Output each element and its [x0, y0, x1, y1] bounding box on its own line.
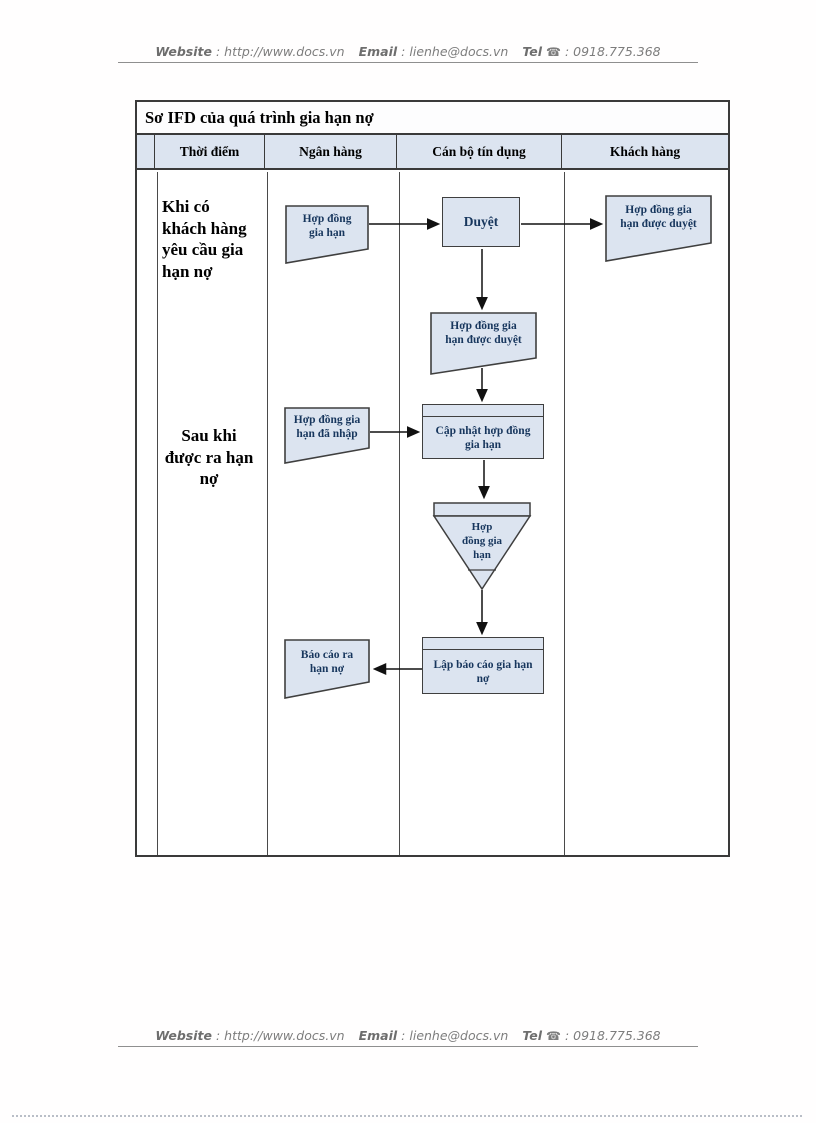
lane-divider: [157, 172, 159, 855]
column-header-thoi-diem: Thời điểm: [155, 135, 265, 168]
gutter-cell: [137, 135, 155, 168]
separator: :: [564, 1028, 570, 1043]
footer-rule: [118, 1046, 698, 1047]
website-value: http://www.docs.vn: [224, 1028, 345, 1043]
separator: :: [564, 44, 570, 59]
page-bottom-dotted-divider: [12, 1115, 802, 1117]
website-label: Website: [155, 44, 212, 59]
process-band: [423, 405, 543, 417]
document-shape-hop-dong-da-nhap: [284, 407, 370, 464]
lane-divider: [267, 172, 269, 855]
process-label: Lập báo cáo gia hạn nợ: [433, 658, 533, 685]
lane-divider: [399, 172, 401, 855]
diagram-title: Sơ IFD của quá trình gia hạn nợ: [137, 102, 728, 135]
email-value: lienhe@docs.vn: [409, 44, 509, 59]
website-value: http://www.docs.vn: [224, 44, 345, 59]
separator: :: [215, 1028, 221, 1043]
tel-value: 0918.775.368: [573, 44, 661, 59]
row-label-khi-co-khach-hang: Khi có khách hàng yêu cầu gia hạn nợ: [162, 197, 247, 281]
phone-icon: ☎: [545, 1029, 561, 1043]
process-cap-nhat-hop-dong: Cập nhật hợp đồng gia hạn: [422, 404, 544, 459]
tel-value: 0918.775.368: [573, 1028, 661, 1043]
document-shape-bao-cao-ra-han-no: [284, 639, 370, 699]
column-header-khach-hang: Khách hàng: [562, 135, 728, 168]
separator: :: [401, 1028, 406, 1043]
process-label: Cập nhật hợp đồng gia hạn: [435, 424, 531, 451]
process-label: Duyệt: [463, 214, 499, 229]
column-header-row: Thời điểm Ngân hàng Cán bộ tín dụng Khác…: [137, 135, 728, 170]
document-shape-hop-dong-duyet-can-bo: [430, 312, 537, 375]
document-shape-hop-dong-duyet-khach-hang: [605, 195, 712, 262]
email-label: Email: [358, 44, 398, 59]
header-rule: [118, 62, 698, 63]
row-label-sau-khi-gia-han: Sau khi được ra hạn nợ: [164, 426, 254, 488]
ifd-diagram: Sơ IFD của quá trình gia hạn nợ Thời điể…: [135, 100, 730, 857]
tel-label: Tel: [522, 44, 542, 59]
separator: :: [215, 44, 221, 59]
process-duyet: Duyệt: [442, 197, 520, 247]
column-header-ngan-hang: Ngân hàng: [265, 135, 397, 168]
lane-divider: [564, 172, 566, 855]
storage-shape-hop-dong-gia-han: [432, 502, 532, 591]
column-header-can-bo-tin-dung: Cán bộ tín dụng: [397, 135, 562, 168]
document-shape-hop-dong-gia-han: [285, 205, 369, 264]
process-lap-bao-cao: Lập báo cáo gia hạn nợ: [422, 637, 544, 694]
separator: :: [401, 44, 406, 59]
tel-label: Tel: [522, 1028, 542, 1043]
email-value: lienhe@docs.vn: [409, 1028, 509, 1043]
website-label: Website: [155, 1028, 212, 1043]
email-label: Email: [358, 1028, 398, 1043]
phone-icon: ☎: [545, 45, 561, 59]
process-band: [423, 638, 543, 650]
